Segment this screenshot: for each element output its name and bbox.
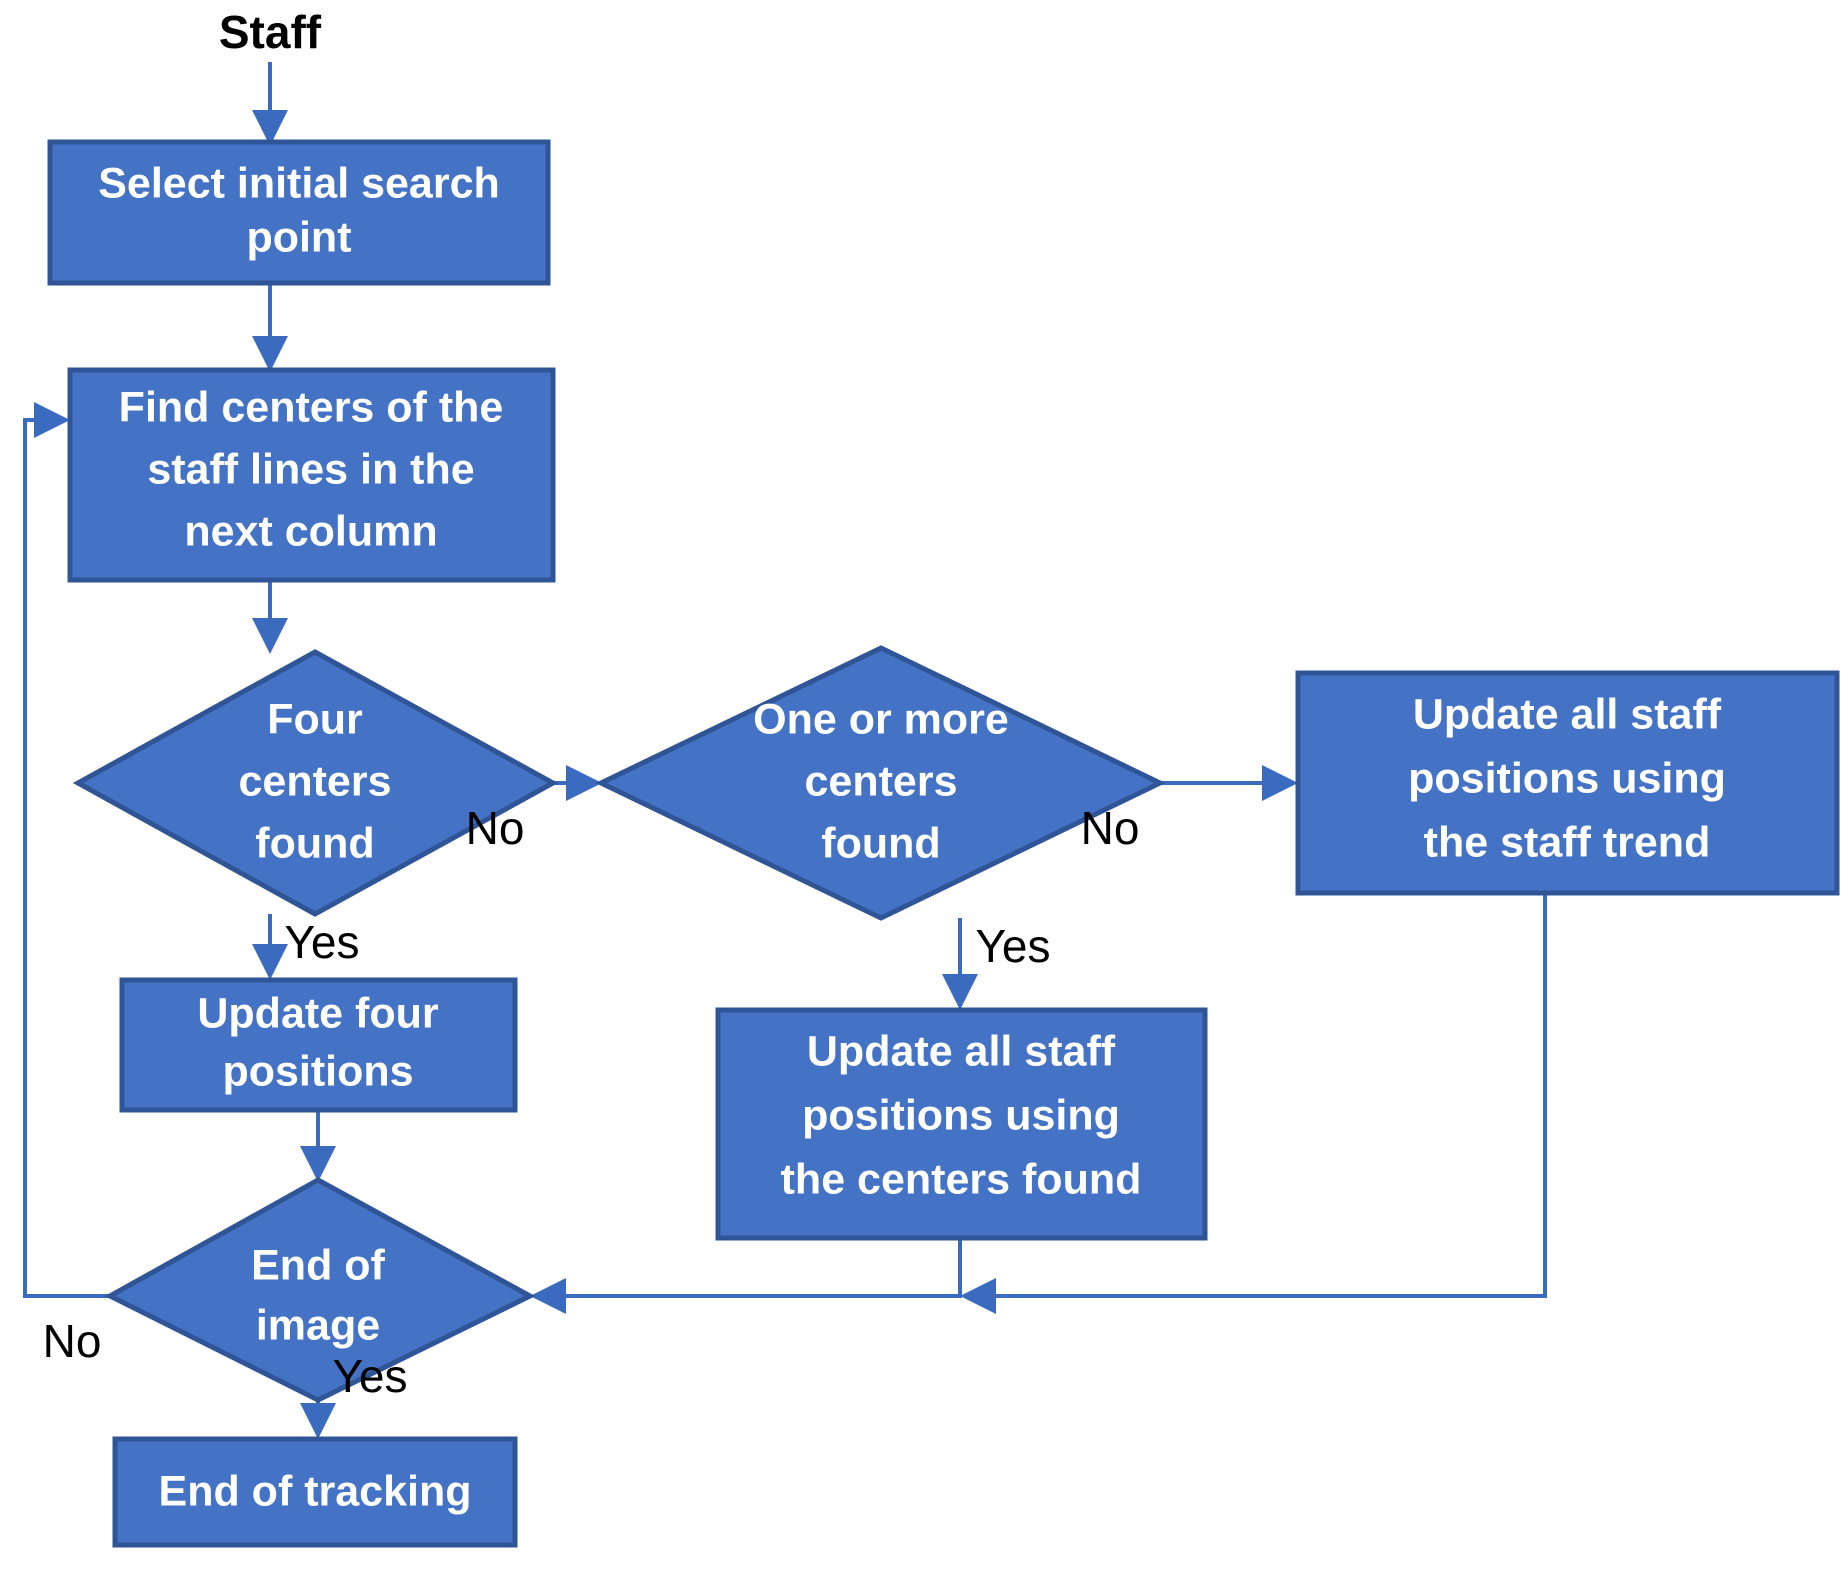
node-four-centers-found-line-2: found — [255, 819, 374, 867]
node-update-using-staff-trend-line-0: Update all staff — [1413, 690, 1722, 738]
edge-endofimage-no-loopback — [23, 402, 110, 1298]
node-select-initial-search-point-shape — [47, 139, 551, 286]
edge-start-to-select — [252, 62, 288, 146]
edge-select-to-find — [252, 283, 288, 372]
edge-label-end-of-image-yes: Yes — [332, 1350, 407, 1402]
node-one-or-more-centers-found-shape — [595, 645, 1166, 921]
node-end-of-image[interactable]: End of image — [104, 1177, 536, 1403]
node-find-centers[interactable]: Find centers of the staff lines in the n… — [67, 367, 556, 583]
edge-label-one-or-more-no: No — [1081, 802, 1140, 854]
node-end-of-image-line-0: End of — [251, 1241, 385, 1289]
edge-four-yes-to-updatefour — [252, 914, 288, 980]
node-update-using-centers-found-line-0: Update all staff — [807, 1027, 1116, 1075]
edge-trend-to-endofimage — [960, 893, 1547, 1314]
edge-endofimage-yes-to-endoftracking — [300, 1400, 336, 1439]
node-select-initial-search-point-line-0: Select initial search — [98, 159, 500, 207]
node-update-using-staff-trend-line-1: positions using — [1408, 754, 1726, 802]
node-end-of-image-line-1: image — [256, 1301, 380, 1349]
node-update-using-centers-found-shape — [715, 1007, 1208, 1241]
node-four-centers-found-line-1: centers — [239, 757, 392, 805]
node-update-using-staff-trend-shape — [1295, 670, 1840, 896]
node-end-of-tracking-shape — [112, 1436, 518, 1548]
node-update-using-centers-found[interactable]: Update all staff positions using the cen… — [715, 1007, 1208, 1241]
edge-label-one-or-more-yes: Yes — [975, 920, 1050, 972]
node-update-using-centers-found-line-1: positions using — [802, 1091, 1120, 1139]
edge-label-end-of-image-no: No — [43, 1315, 102, 1367]
edge-label-four-centers-no: No — [466, 802, 525, 854]
node-four-centers-found-shape — [72, 649, 559, 917]
edge-find-to-four — [252, 580, 288, 654]
node-one-or-more-centers-found[interactable]: One or more centers found — [595, 645, 1166, 921]
edge-updatefour-to-endofimage — [300, 1110, 336, 1182]
node-end-of-image-shape — [104, 1177, 536, 1403]
node-update-four-positions-line-1: positions — [222, 1047, 413, 1095]
node-find-centers-line-2: next column — [184, 507, 437, 555]
node-update-four-positions-shape — [119, 977, 518, 1113]
edge-four-no-to-oneormore — [553, 765, 602, 801]
start-label: Staff — [219, 6, 322, 58]
node-select-initial-search-point[interactable]: Select initial search point — [47, 139, 551, 286]
node-end-of-tracking[interactable]: End of tracking — [112, 1436, 518, 1548]
edge-label-four-centers-yes: Yes — [284, 916, 359, 968]
node-one-or-more-centers-found-line-0: One or more — [753, 695, 1009, 743]
node-four-centers-found[interactable]: Four centers found — [72, 649, 559, 917]
node-update-using-staff-trend[interactable]: Update all staff positions using the sta… — [1295, 670, 1840, 896]
node-find-centers-line-1: staff lines in the — [147, 445, 474, 493]
edge-centersfound-to-endofimage — [530, 1238, 962, 1314]
node-update-four-positions[interactable]: Update four positions — [119, 977, 518, 1113]
node-one-or-more-centers-found-line-2: found — [821, 819, 940, 867]
node-update-four-positions-line-0: Update four — [197, 989, 439, 1037]
node-select-initial-search-point-line-1: point — [246, 213, 351, 261]
node-update-using-staff-trend-line-2: the staff trend — [1424, 818, 1711, 866]
node-find-centers-line-0: Find centers of the — [119, 383, 504, 431]
node-end-of-tracking-line-0: End of tracking — [159, 1467, 472, 1515]
node-find-centers-shape — [67, 367, 556, 583]
node-four-centers-found-line-0: Four — [267, 695, 363, 743]
node-update-using-centers-found-line-2: the centers found — [781, 1155, 1142, 1203]
edge-oneormore-no-to-trend — [1160, 765, 1298, 801]
edge-oneormore-yes-to-centersfound — [942, 918, 978, 1010]
node-one-or-more-centers-found-line-1: centers — [805, 757, 958, 805]
